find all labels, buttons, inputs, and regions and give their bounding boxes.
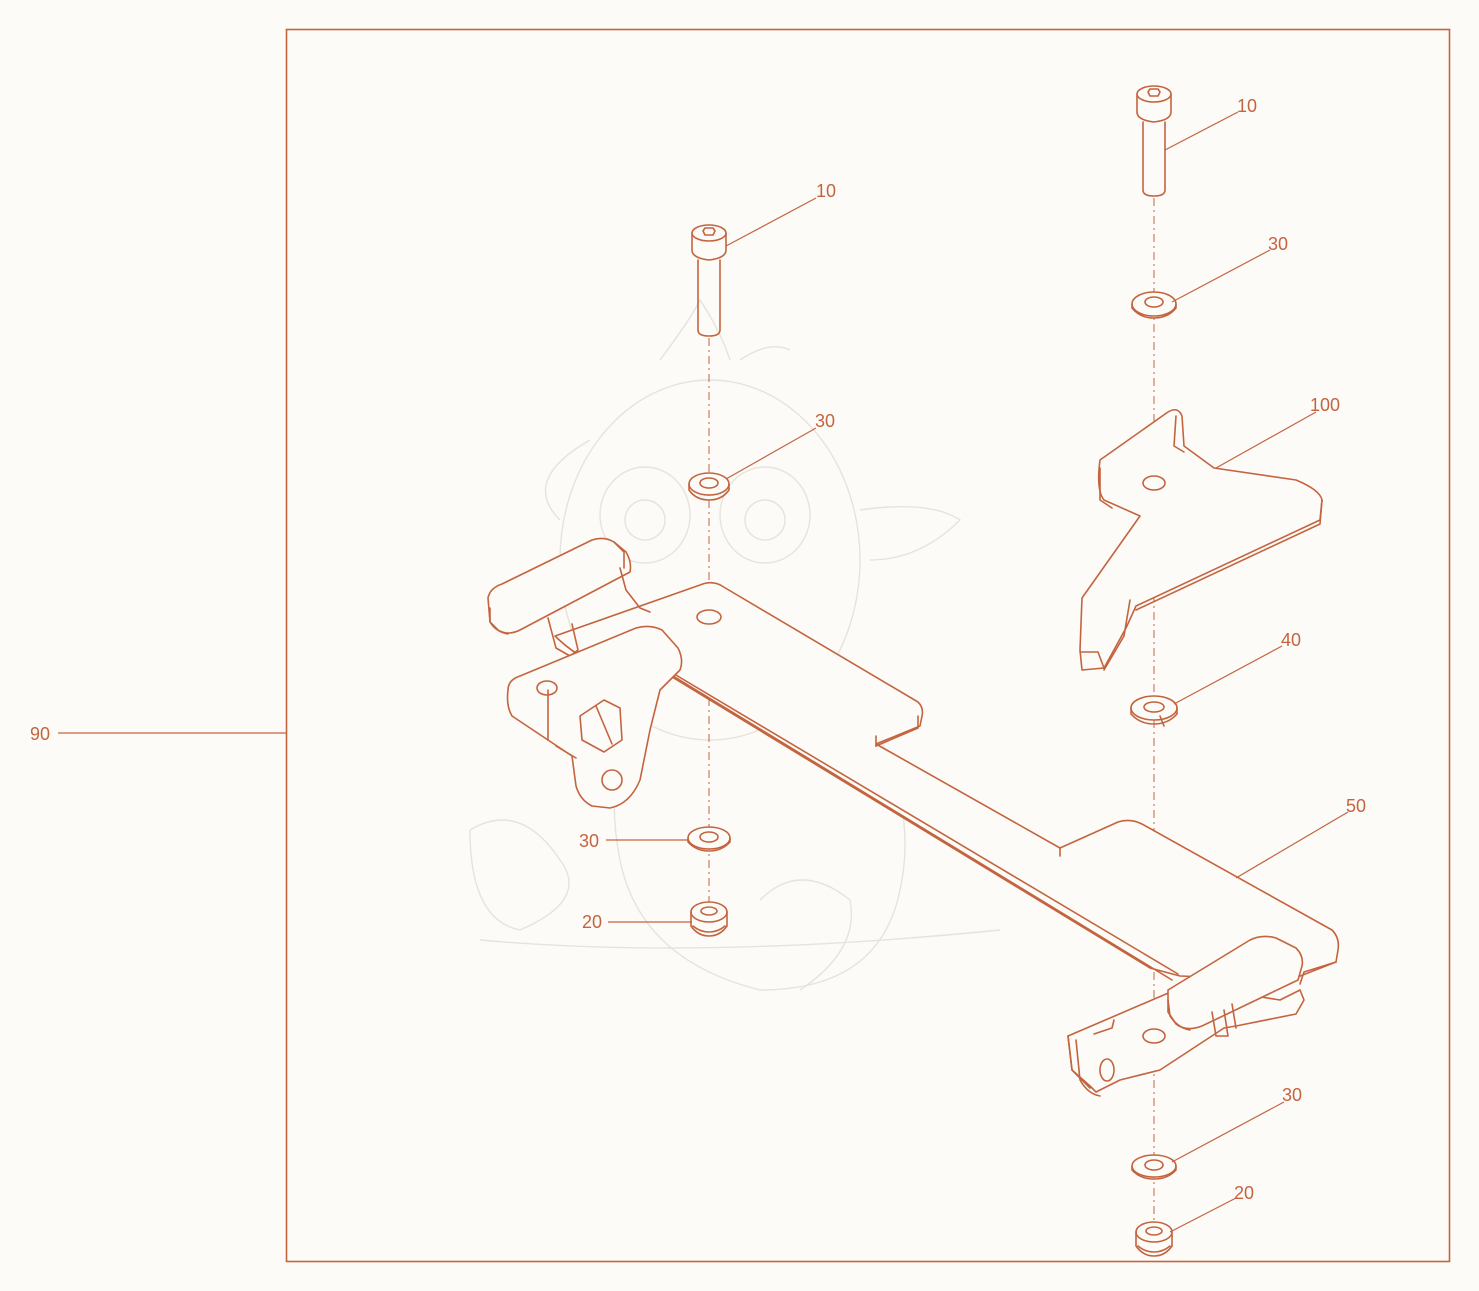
callout-40: 40 (1281, 630, 1301, 650)
leader-30-right-bottom (1171, 1101, 1285, 1163)
cap-screw-right (1136, 85, 1172, 197)
dragon-watermark-icon (469, 298, 1001, 991)
flange-nut-left (690, 901, 728, 937)
leader-30-right-top (1171, 249, 1271, 303)
leader-10-right (1164, 111, 1239, 151)
callout-30-left-top: 30 (815, 411, 835, 431)
leader-10-left (725, 197, 817, 247)
lock-washer-part (1130, 695, 1178, 727)
callout-30-left-bottom: 30 (579, 831, 599, 851)
main-bracket-part (487, 537, 1340, 1097)
leader-50 (1235, 811, 1349, 879)
leader-100 (1215, 411, 1317, 469)
washer-left-top (688, 472, 730, 501)
callout-50: 50 (1346, 796, 1366, 816)
cap-screw-left (691, 224, 727, 337)
washer-right-top (1131, 291, 1177, 319)
washer-right-bottom (1131, 1154, 1177, 1180)
callout-100: 100 (1310, 395, 1340, 415)
washer-left-bottom (687, 826, 731, 852)
callout-90: 90 (30, 724, 50, 744)
leader-20-right (1169, 1197, 1237, 1233)
callout-30-right-bottom: 30 (1282, 1085, 1302, 1105)
flange-nut-right (1135, 1221, 1173, 1257)
assembly-frame (285, 28, 1451, 1263)
angled-bracket-part (1079, 408, 1323, 671)
callout-10-left: 10 (816, 181, 836, 201)
callout-30-right-top: 30 (1268, 234, 1288, 254)
leader-40 (1173, 645, 1283, 705)
leader-lines (58, 111, 1349, 1233)
callout-10-right: 10 (1237, 96, 1257, 116)
callout-20-left: 20 (582, 912, 602, 932)
leader-30-left-top (725, 427, 817, 480)
callout-labels: 90 10 10 30 30 100 40 50 30 20 30 20 (30, 96, 1366, 1203)
callout-20-right: 20 (1234, 1183, 1254, 1203)
